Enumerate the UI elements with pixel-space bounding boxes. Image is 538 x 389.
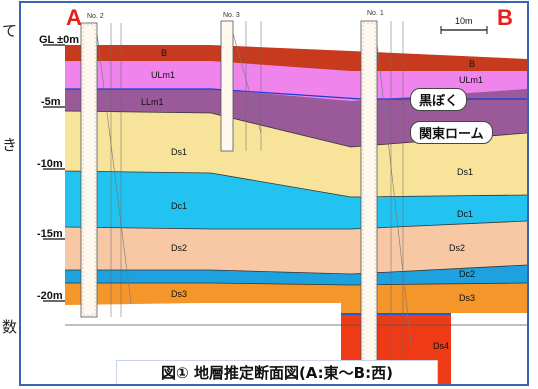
- layer-label: Ds4: [433, 341, 449, 351]
- borehole-no1: [360, 20, 412, 372]
- boundary-line: [65, 264, 527, 275]
- scale-bar: [440, 26, 488, 34]
- layer-label: ULm1: [151, 70, 175, 80]
- borehole-label: No. 1: [367, 10, 384, 17]
- layer-Ds3: [65, 281, 527, 313]
- depth-label: GL ±0m: [39, 34, 79, 46]
- borehole-no2: [80, 22, 132, 318]
- depth-label: -20m: [37, 290, 63, 302]
- kanto-loam-callout: 関東ローム: [410, 121, 493, 144]
- layer-label: Ds1: [457, 167, 473, 177]
- layer-label: Dc1: [457, 209, 473, 219]
- layer-label: LLm1: [141, 97, 164, 107]
- layer-label: Ds3: [459, 293, 475, 303]
- boundary-line: [64, 220, 527, 230]
- layer-label: Ds1: [171, 147, 187, 157]
- layer-label: B: [161, 48, 167, 58]
- layer-Ds1: [65, 110, 527, 197]
- layer-label: Ds2: [449, 243, 465, 253]
- left-edge-char: 数: [2, 318, 18, 336]
- layer-Dc1: [65, 169, 527, 229]
- point-a-label: A: [66, 5, 82, 30]
- right-edge-strip: [529, 0, 538, 389]
- depth-label: -15m: [37, 228, 63, 240]
- left-edge-char: て: [2, 22, 18, 40]
- layer-B: [65, 45, 527, 71]
- layer-label: Dc1: [171, 201, 187, 211]
- geologic-cross-section: GL ±0m -5m -10m -15m -20m No. 2 No. 3 No…: [37, 10, 527, 384]
- depth-label: -5m: [41, 96, 61, 108]
- borehole-label: No. 3: [223, 12, 240, 19]
- blank-zone: [201, 303, 341, 325]
- boundary-line: [64, 170, 527, 198]
- layer-label: B: [469, 59, 475, 69]
- layer-label: ULm1: [459, 75, 483, 85]
- layer-Ds2: [65, 219, 527, 274]
- borehole-label: No. 2: [87, 13, 104, 20]
- depth-label: -10m: [37, 158, 63, 170]
- scale-label: 10m: [455, 16, 473, 26]
- boundary-line: [65, 282, 527, 286]
- left-edge-char: き: [2, 136, 18, 154]
- kuroboku-callout: 黒ぼく: [410, 88, 468, 111]
- layer-Dc2: [65, 263, 527, 285]
- figure-frame: GL ±0m -5m -10m -15m -20m No. 2 No. 3 No…: [19, 1, 529, 386]
- point-b-label: B: [497, 5, 513, 30]
- figure-caption: 図① 地層推定断面図(A:東〜B:西): [116, 360, 438, 384]
- depth-axis: [43, 44, 65, 302]
- layer-label: Dc2: [459, 269, 475, 279]
- layer-label: Ds2: [171, 243, 187, 253]
- left-edge-text: て き 数: [0, 0, 19, 389]
- layer-label: Ds3: [171, 289, 187, 299]
- borehole-no3: [220, 20, 262, 152]
